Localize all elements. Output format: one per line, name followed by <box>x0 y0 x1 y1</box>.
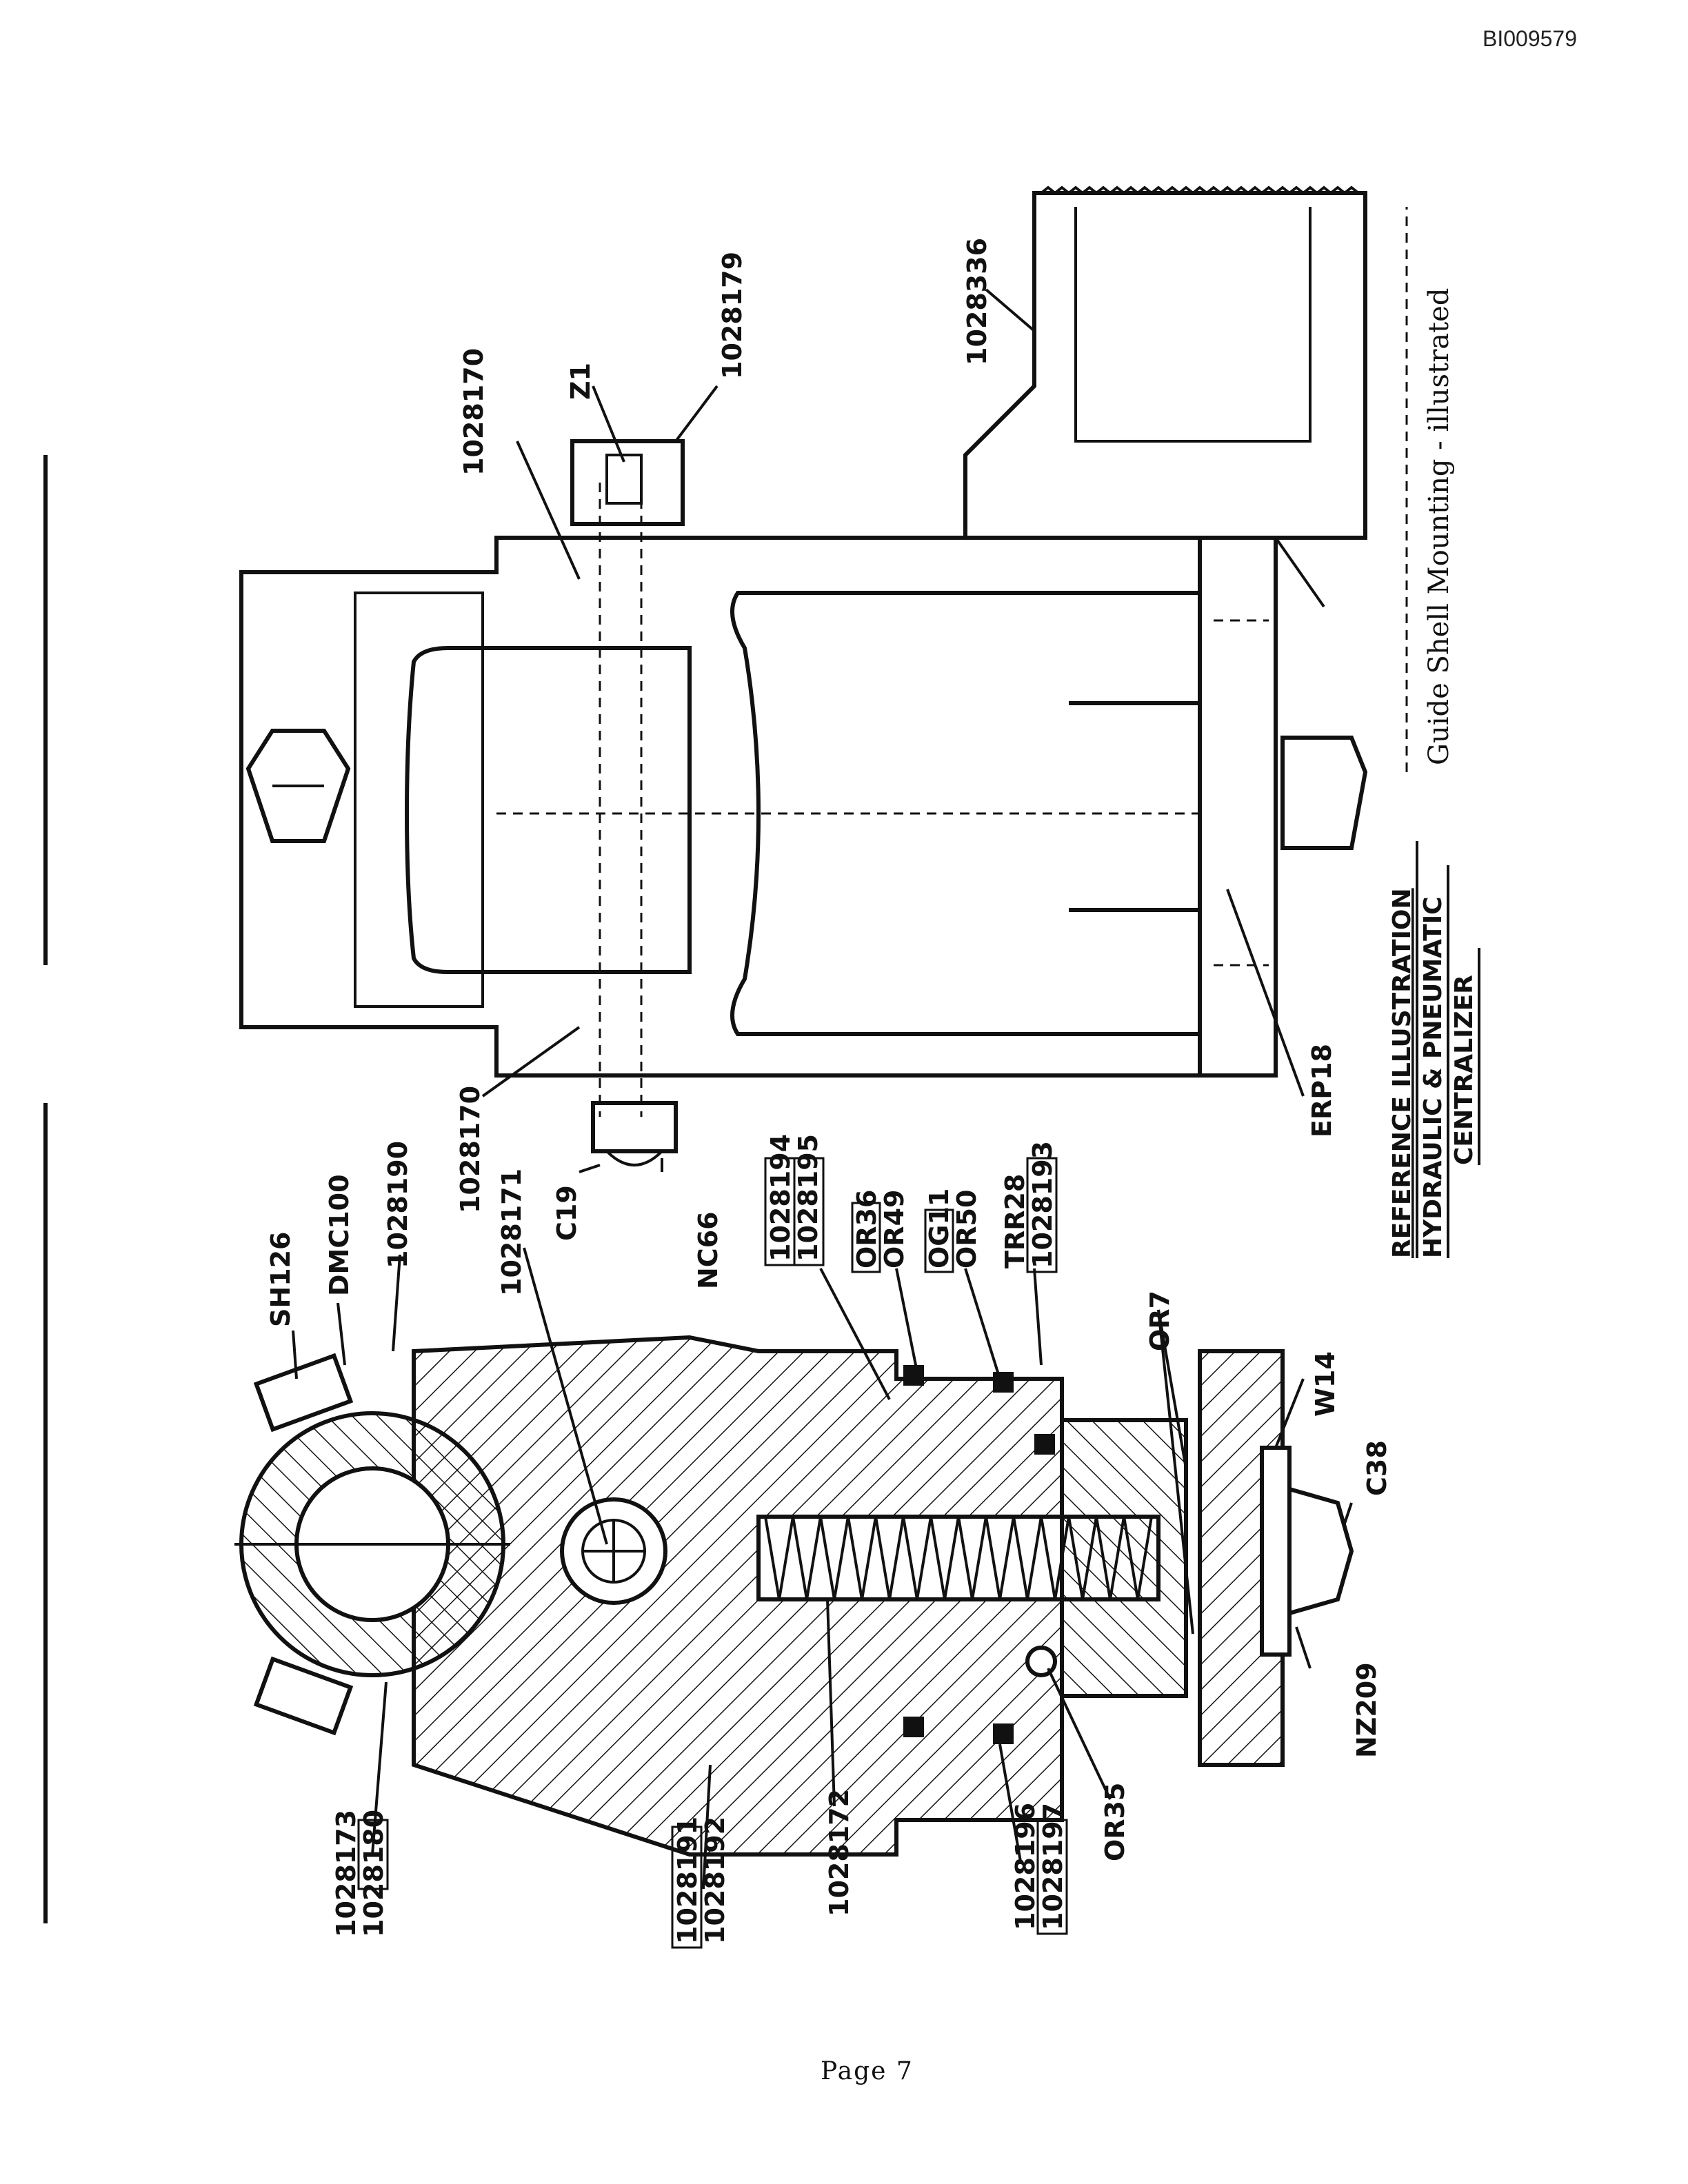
label-1028196: 1028196 <box>1010 1803 1041 1930</box>
label-or36: OR36 <box>852 1190 882 1268</box>
box-og11 <box>924 1209 954 1273</box>
label-w14: W14 <box>1310 1351 1340 1417</box>
label-1028193: 1028193 <box>1027 1141 1058 1268</box>
label-1028172: 1028172 <box>824 1789 854 1917</box>
document-id: BI009579 <box>1483 26 1578 51</box>
label-1028171: 1028171 <box>496 1169 527 1296</box>
label-1028173: 1028173 <box>331 1810 361 1937</box>
label-or7: OR7 <box>1145 1291 1175 1351</box>
label-1028191: 1028191 <box>672 1817 703 1944</box>
label-1028197: 1028197 <box>1038 1803 1068 1930</box>
guide-shell-assembly <box>239 185 1368 1166</box>
label-1028170-top: 1028170 <box>459 348 489 476</box>
page-number: Page 7 <box>821 2057 914 2085</box>
label-1028190: 1028190 <box>383 1141 413 1268</box>
label-1028180: 1028180 <box>359 1810 389 1937</box>
box-1028197 <box>1036 1819 1068 1935</box>
label-c19: C19 <box>552 1185 582 1241</box>
box-1028195 <box>793 1157 825 1266</box>
box-or36 <box>851 1202 881 1273</box>
label-trr28: TRR28 <box>1000 1174 1030 1268</box>
caption-title-line1: HYDRAULIC & PNEUMATIC <box>1419 896 1447 1258</box>
caption-mounting: Guide Shell Mounting - illustrated <box>1423 288 1455 765</box>
caption-title-line2: CENTRALIZER <box>1450 975 1478 1165</box>
label-erp18: ERP18 <box>1307 1044 1337 1138</box>
box-1028180 <box>357 1819 389 1890</box>
label-1028194: 1028194 <box>765 1134 796 1262</box>
label-dmc100: DMC100 <box>324 1174 354 1296</box>
box-1028191 <box>671 1826 703 1949</box>
label-c38: C38 <box>1362 1440 1392 1496</box>
label-or35: OR35 <box>1100 1783 1130 1861</box>
label-z1: Z1 <box>565 363 596 400</box>
label-1028170-bottom: 1028170 <box>455 1086 485 1213</box>
leader-lines <box>292 288 1353 1890</box>
label-1028336: 1028336 <box>962 238 992 365</box>
box-1028193 <box>1026 1157 1058 1273</box>
label-or49: OR49 <box>879 1190 910 1268</box>
label-nz209: NZ209 <box>1352 1662 1382 1758</box>
label-1028192: 1028192 <box>700 1817 730 1944</box>
label-1028195: 1028195 <box>793 1134 823 1262</box>
label-or50: OR50 <box>952 1190 982 1268</box>
caption-reference: REFERENCE ILLUSTRATION <box>1388 888 1416 1258</box>
label-1028179: 1028179 <box>717 252 747 379</box>
centralizer-section <box>234 1335 1354 1857</box>
label-og11: OG11 <box>924 1189 954 1268</box>
label-nc66: NC66 <box>693 1211 723 1289</box>
label-sh126: SH126 <box>265 1232 296 1328</box>
